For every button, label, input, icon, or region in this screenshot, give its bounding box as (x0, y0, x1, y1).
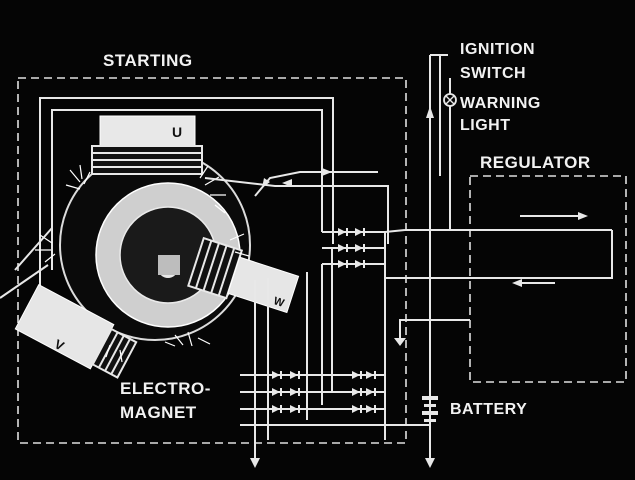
ground-connection (394, 319, 470, 346)
starting-label: STARTING (103, 51, 193, 70)
regulator-enclosure (469, 175, 627, 383)
diode-bank-bottom (240, 371, 430, 426)
vertical-bus (254, 248, 386, 462)
arrow-icon (262, 168, 332, 188)
warning-light-label-line2: LIGHT (460, 117, 511, 134)
coil-w: W (187, 236, 300, 314)
diode-icon (338, 228, 365, 268)
ground-arrow-icon (250, 458, 435, 468)
ignition-switch-label-line1: IGNITION (460, 41, 535, 58)
electromagnet-label-line2: MAGNET (120, 403, 197, 422)
lamp-icon (443, 93, 457, 107)
coil-u: U (91, 115, 203, 175)
electromagnet-label-line1: ELECTRO- (120, 379, 211, 398)
diode-bank-top (322, 228, 613, 279)
ignition-column (426, 54, 451, 462)
coil-u-label: U (172, 124, 183, 140)
ignition-switch-label-line2: SWITCH (460, 65, 526, 82)
regulator-arrows (512, 212, 588, 287)
battery-icon (422, 396, 438, 422)
diode-icon (272, 371, 376, 413)
warning-light-label-line1: WARNING (460, 95, 541, 112)
battery-label: BATTERY (450, 401, 527, 418)
coil-w-label: W (272, 295, 286, 310)
regulator-label: REGULATOR (480, 153, 591, 172)
spark-icon (35, 164, 250, 363)
